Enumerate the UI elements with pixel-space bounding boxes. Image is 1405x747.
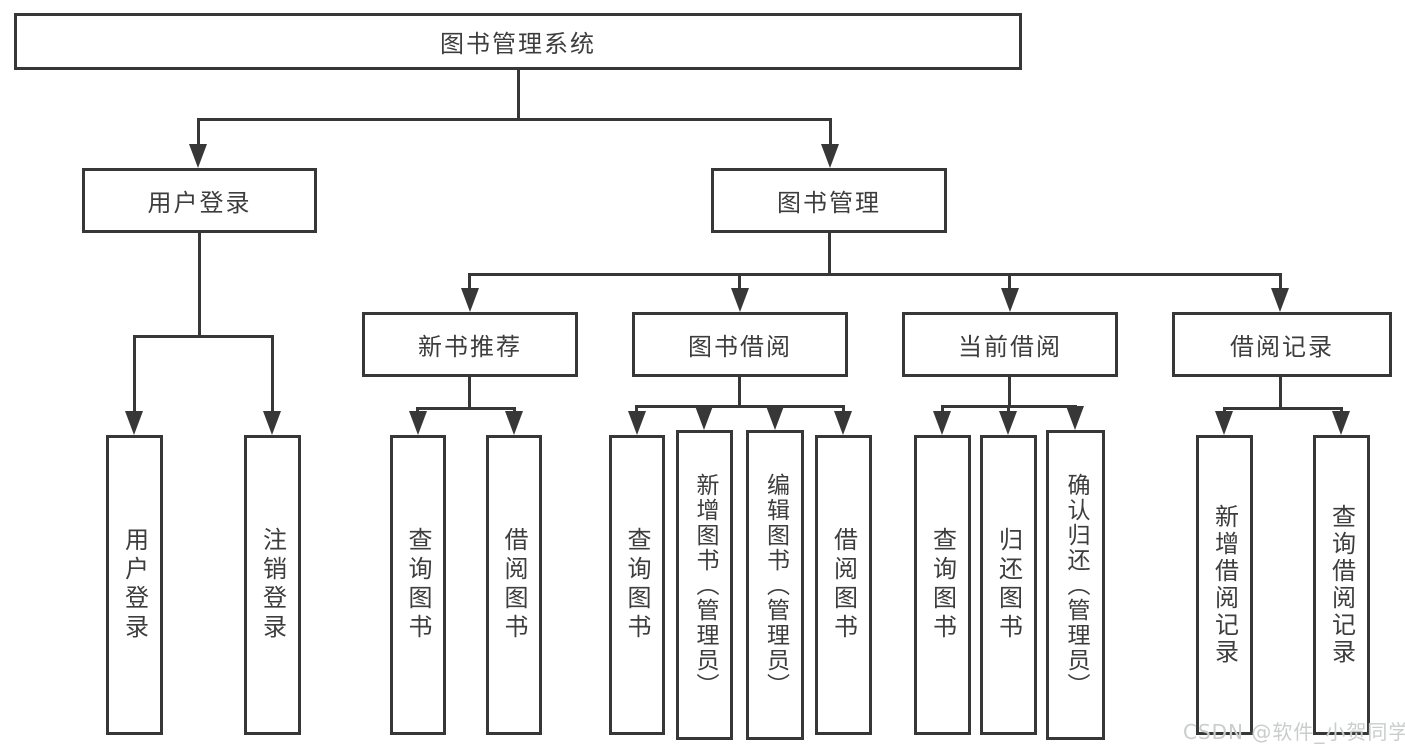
node-current-borrowing: 当前借阅 bbox=[902, 312, 1118, 377]
connector-line bbox=[1279, 377, 1282, 410]
connector-line bbox=[197, 118, 831, 121]
arrow-down-icon bbox=[263, 411, 281, 435]
leaf-query-borrow-record: 查询借阅记录 bbox=[1313, 435, 1370, 735]
leaf-return-books: 归还图书 bbox=[980, 435, 1037, 735]
arrow-down-icon bbox=[1215, 411, 1233, 435]
csdn-watermark: CSDN @软件_小贺同学 bbox=[1183, 720, 1405, 744]
arrow-down-icon bbox=[933, 411, 951, 435]
connector-line bbox=[1007, 405, 1010, 413]
arrow-down-icon bbox=[821, 144, 839, 168]
connector-line bbox=[941, 405, 944, 413]
node-new-book-recommend: 新书推荐 bbox=[362, 312, 578, 377]
arrow-down-icon bbox=[505, 411, 523, 435]
leaf-borrow-books-borrowing: 借阅图书 bbox=[815, 435, 872, 735]
connector-line bbox=[1008, 377, 1011, 408]
arrow-down-icon bbox=[999, 411, 1017, 435]
arrow-down-icon bbox=[695, 406, 713, 430]
connector-line bbox=[635, 405, 845, 408]
connector-line bbox=[738, 273, 741, 291]
node-book-management: 图书管理 bbox=[711, 168, 947, 233]
arrow-down-icon bbox=[1271, 288, 1289, 312]
arrow-down-icon bbox=[1066, 406, 1084, 430]
connector-line bbox=[1279, 273, 1282, 291]
leaf-add-borrow-record: 新增借阅记录 bbox=[1196, 435, 1253, 735]
connector-line bbox=[828, 233, 831, 276]
arrow-down-icon bbox=[461, 288, 479, 312]
arrow-down-icon bbox=[189, 144, 207, 168]
arrow-down-icon bbox=[1332, 411, 1350, 435]
arrow-down-icon bbox=[409, 411, 427, 435]
connector-line bbox=[842, 405, 845, 413]
connector-line bbox=[635, 405, 638, 413]
arrow-down-icon bbox=[125, 411, 143, 435]
connector-line bbox=[416, 407, 516, 410]
leaf-query-books-borrowing: 查询图书 bbox=[609, 435, 665, 735]
leaf-edit-books-admin: 编辑图书（管理员） bbox=[746, 430, 804, 740]
leaf-logout: 注销登录 bbox=[244, 435, 301, 735]
connector-line bbox=[198, 233, 201, 337]
connector-line bbox=[738, 377, 741, 408]
connector-line bbox=[1008, 273, 1011, 291]
node-borrowing-records: 借阅记录 bbox=[1172, 312, 1392, 377]
connector-line bbox=[468, 273, 471, 291]
leaf-confirm-return-admin: 确认归还（管理员） bbox=[1046, 430, 1105, 740]
node-user-login: 用户登录 bbox=[82, 168, 317, 233]
node-root-library-system: 图书管理系统 bbox=[14, 13, 1022, 70]
leaf-query-books-recommend: 查询图书 bbox=[390, 435, 446, 735]
connector-line bbox=[271, 335, 274, 413]
arrow-down-icon bbox=[628, 411, 646, 435]
connector-line bbox=[133, 335, 136, 413]
arrow-down-icon bbox=[766, 406, 784, 430]
arrow-down-icon bbox=[731, 288, 749, 312]
leaf-borrow-books-recommend: 借阅图书 bbox=[486, 435, 542, 735]
connector-line bbox=[197, 118, 200, 148]
connector-line bbox=[517, 70, 520, 118]
leaf-query-books-current: 查询图书 bbox=[914, 435, 971, 735]
arrow-down-icon bbox=[1001, 288, 1019, 312]
connector-line bbox=[1223, 407, 1343, 410]
node-book-borrowing: 图书借阅 bbox=[632, 312, 848, 377]
arrow-down-icon bbox=[834, 411, 852, 435]
connector-line bbox=[133, 335, 274, 338]
leaf-user-login: 用户登录 bbox=[106, 435, 163, 735]
leaf-add-books-admin: 新增图书（管理员） bbox=[676, 430, 733, 740]
connector-line bbox=[468, 377, 471, 410]
connector-line bbox=[829, 118, 832, 148]
connector-line bbox=[468, 273, 1281, 276]
